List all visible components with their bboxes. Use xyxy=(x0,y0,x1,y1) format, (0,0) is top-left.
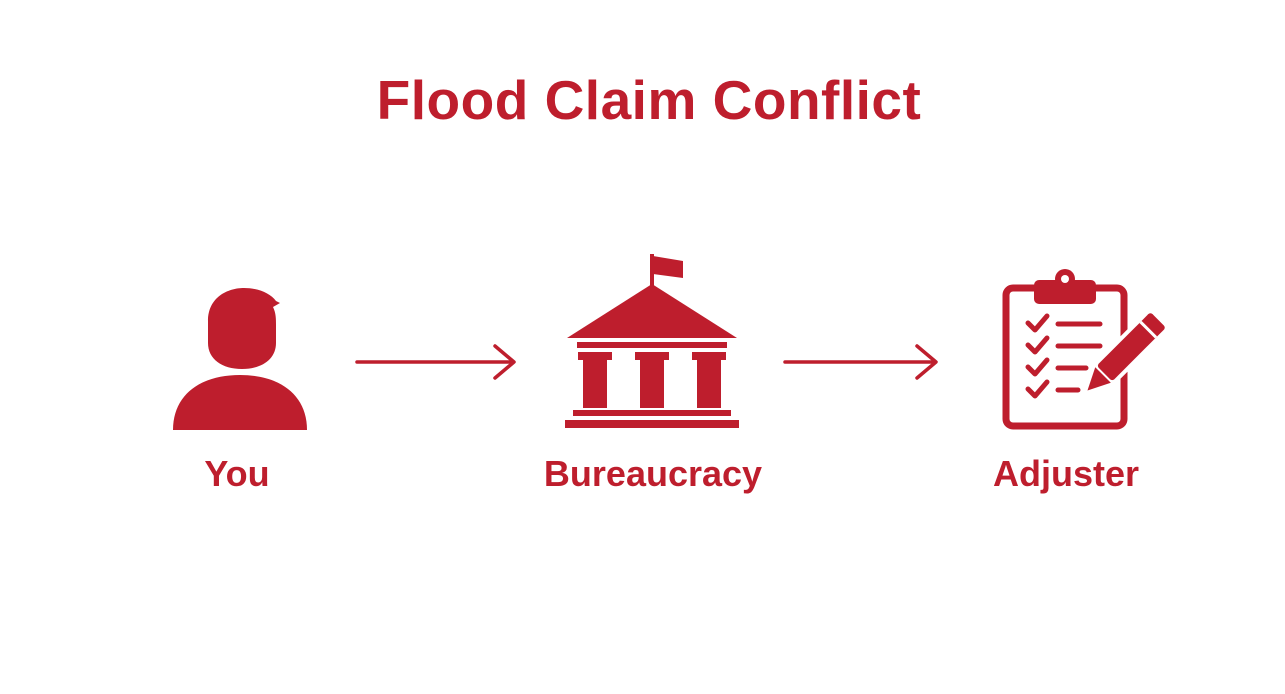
government-building-icon xyxy=(565,254,739,428)
node-label-bureaucracy: Bureaucracy xyxy=(543,453,763,494)
node-label-adjuster: Adjuster xyxy=(992,453,1140,494)
node-label-you: You xyxy=(204,453,270,494)
person-icon xyxy=(173,288,307,430)
clipboard-checklist-icon xyxy=(1002,269,1165,430)
diagram-title: Flood Claim Conflict xyxy=(376,69,922,131)
arrow-right-icon xyxy=(783,344,938,380)
arrow-right-icon xyxy=(355,344,516,380)
